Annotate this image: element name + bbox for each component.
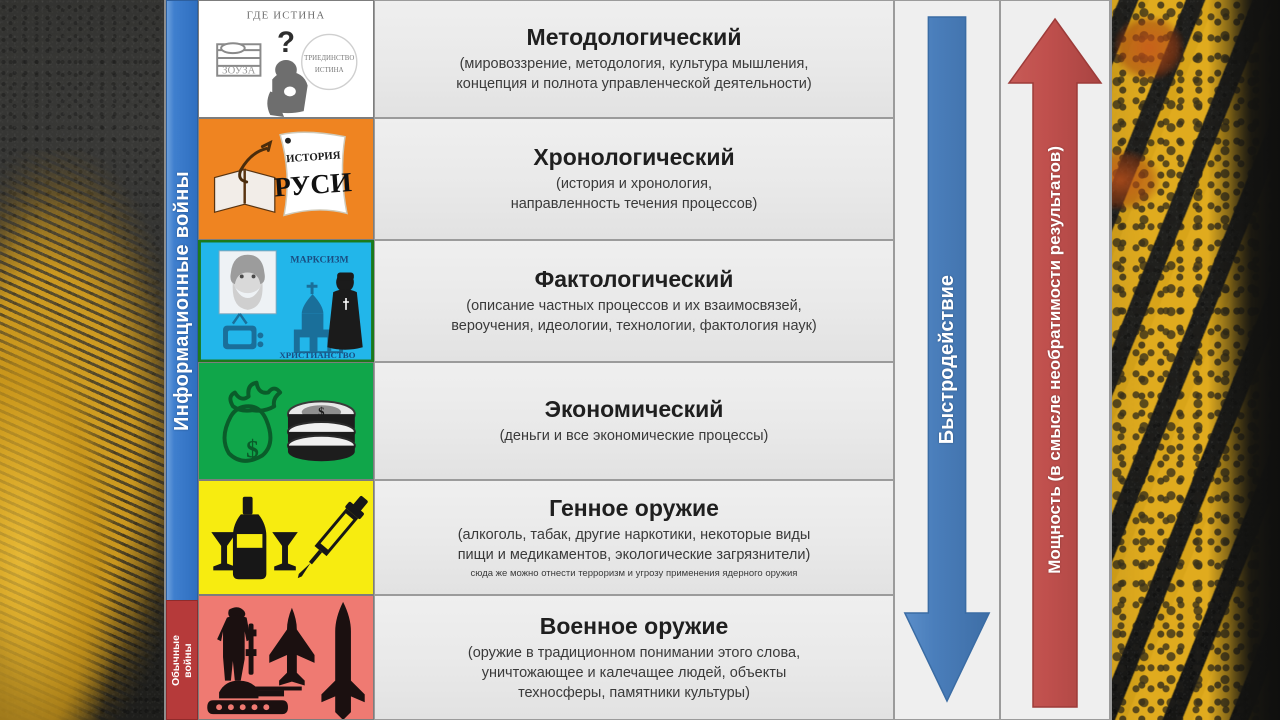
priority-row-2: ИСТОРИЯ РУСИ Хронологический (история и …: [198, 118, 894, 240]
svg-text:ТРИЕДИНСТВО: ТРИЕДИНСТВО: [304, 55, 354, 62]
priority-3-text: Фактологический (описание частных процес…: [374, 240, 894, 362]
ideology-facts-icon: МАРКСИЗМ: [198, 240, 374, 362]
power-arrow-column: Мощность (в смысле необратимости результ…: [1000, 0, 1110, 720]
svg-text:МАРКСИЗМ: МАРКСИЗМ: [290, 255, 348, 266]
svg-text:ГДЕ ИСТИНА: ГДЕ ИСТИНА: [247, 10, 326, 22]
priority-2-text: Хронологический (история и хронология, н…: [374, 118, 894, 240]
priority-5-title: Генное оружие: [549, 495, 719, 521]
priority-4-subtitle: (деньги и все экономические процессы): [499, 428, 769, 444]
svg-text:?: ?: [277, 26, 295, 59]
speed-arrow-shape: Быстродействие: [895, 1, 999, 719]
alcohol-syringe-icon: [198, 480, 374, 595]
priority-row-1: ГДЕ ИСТИНА ЗОУЗА ? ТРИЕДИНСТВО: [198, 0, 894, 118]
label-conventional-wars-text: Обычные войны: [170, 634, 194, 686]
priority-row-3: МАРКСИЗМ: [198, 240, 894, 362]
label-information-wars: Информационные войны: [166, 0, 198, 600]
label-information-wars-text: Информационные войны: [170, 170, 193, 431]
priority-1-subtitle: (мировоззрение, методология, культура мы…: [456, 56, 812, 92]
svg-text:ИСТИНА: ИСТИНА: [315, 67, 344, 74]
category-column: Информационные войны Обычные войны: [166, 0, 198, 720]
rust-stain-top: [1114, 16, 1184, 80]
svg-text:ЗОУЗА: ЗОУЗА: [222, 65, 256, 77]
priority-3-title: Фактологический: [534, 266, 734, 292]
label-conventional-wars: Обычные войны: [166, 600, 198, 720]
speed-arrow-column: Быстродействие: [894, 0, 1000, 720]
svg-text:$: $: [318, 405, 325, 419]
priority-6-text: Военное оружие (оружие в традиционном по…: [374, 595, 894, 720]
money-bag-coins-icon: $ $: [198, 362, 374, 480]
svg-text:ИСТОРИЯ: ИСТОРИЯ: [286, 149, 341, 165]
priority-6-title: Военное оружие: [539, 612, 729, 639]
priority-5-subtitle: (алкоголь, табак, другие наркотики, неко…: [457, 527, 811, 563]
svg-text:РУСИ: РУСИ: [273, 166, 353, 202]
priority-5-note: сюда же можно отнести терроризм и угрозу…: [470, 568, 798, 579]
svg-text:$: $: [246, 434, 259, 463]
priority-4-title: Экономический: [544, 396, 724, 422]
priorities-table: Информационные войны Обычные войны ГДЕ И…: [164, 0, 1112, 720]
priority-5-text: Генное оружие (алкоголь, табак, другие н…: [374, 480, 894, 595]
priority-row-6: Военное оружие (оружие в традиционном по…: [198, 595, 894, 720]
svg-text:ХРИСТИАНСТВО: ХРИСТИАНСТВО: [279, 350, 355, 360]
priority-4-text: Экономический (деньги и все экономически…: [374, 362, 894, 480]
priority-6-subtitle: (оружие в традиционном понимании этого с…: [467, 644, 801, 701]
priority-2-title: Хронологический: [533, 144, 735, 170]
truth-thinker-icon: ГДЕ ИСТИНА ЗОУЗА ? ТРИЕДИНСТВО: [198, 0, 374, 118]
history-scroll-icon: ИСТОРИЯ РУСИ: [198, 118, 374, 240]
priority-row-5: Генное оружие (алкоголь, табак, другие н…: [198, 480, 894, 595]
priority-2-subtitle: (история и хронология, направленность те…: [510, 176, 758, 212]
priority-row-4: $ $: [198, 362, 894, 480]
power-arrow-shape: Мощность (в смысле необратимости результ…: [1001, 1, 1109, 719]
dark-edge-right: [1208, 0, 1280, 720]
military-weapons-icon: [198, 595, 374, 720]
priority-1-title: Методологический: [526, 24, 742, 50]
priority-rows: ГДЕ ИСТИНА ЗОУЗА ? ТРИЕДИНСТВО: [198, 0, 894, 720]
priority-3-subtitle: (описание частных процессов и их взаимос…: [451, 298, 817, 334]
yellow-paint-left-core: [0, 300, 120, 720]
priority-1-text: Методологический (мировоззрение, методол…: [374, 0, 894, 118]
